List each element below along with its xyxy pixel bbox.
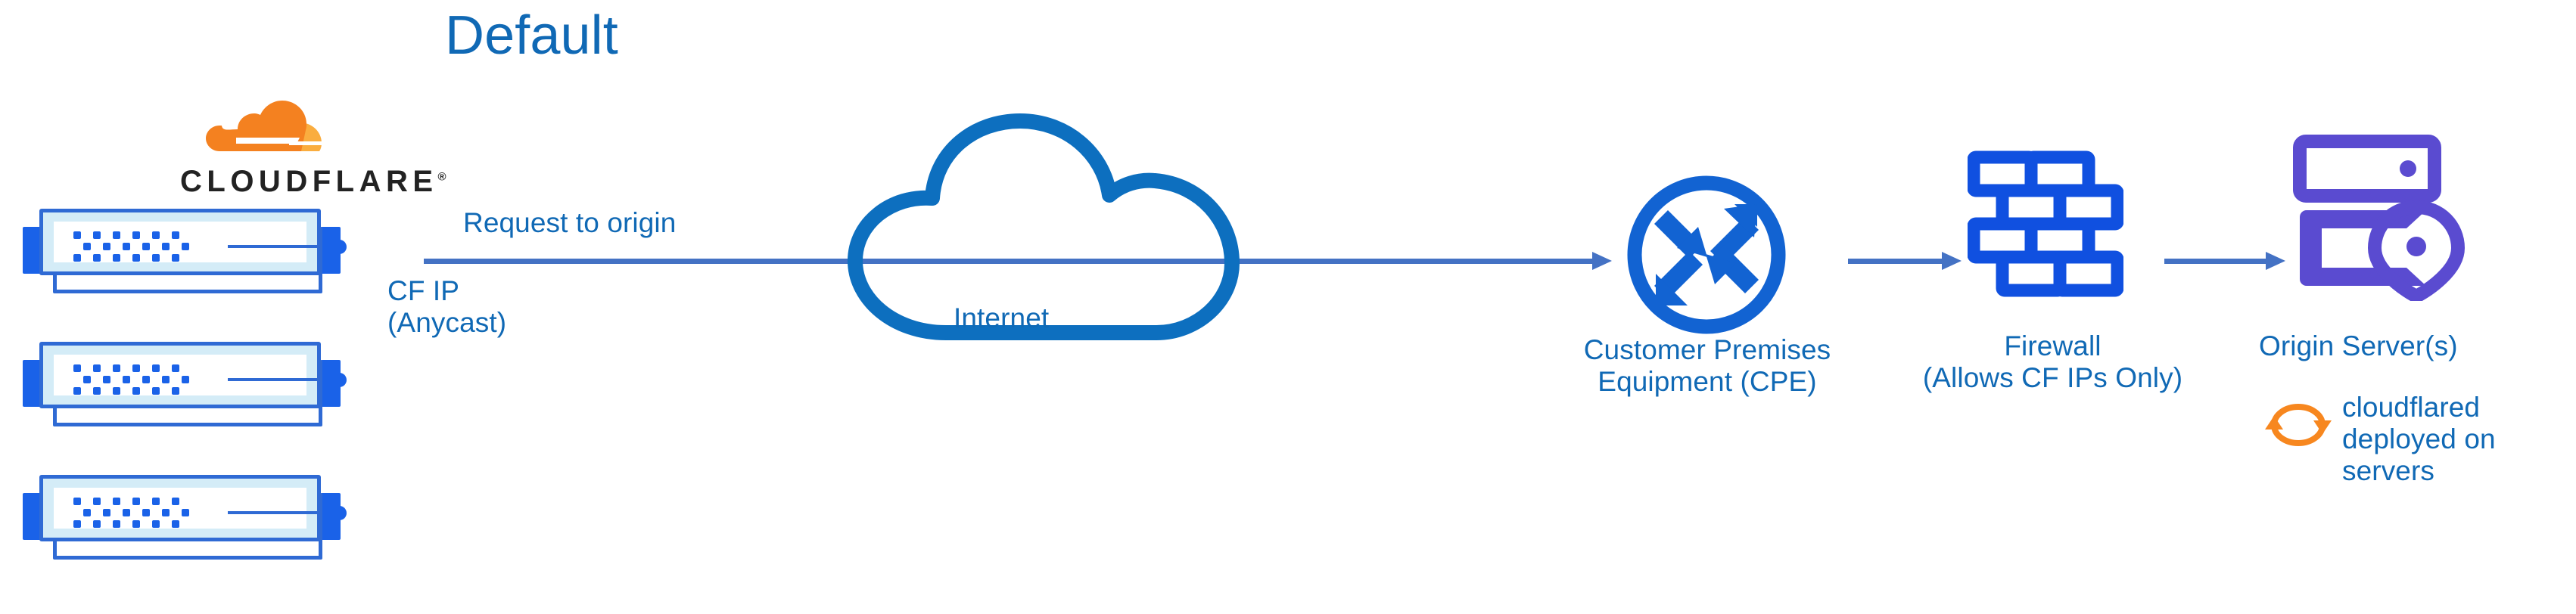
cloudflared-label: cloudflared deployed on servers (2342, 392, 2496, 487)
arrow-head-icon (2266, 252, 2285, 270)
server-indicator-bar-icon (228, 511, 319, 514)
server-power-led-icon (332, 506, 347, 520)
rack-ear-left-icon (23, 493, 42, 540)
origin-server-label: Origin Server(s) (2259, 330, 2458, 361)
server-chassis (39, 342, 347, 408)
server-faceplate (54, 488, 347, 529)
internet-label: Internet (954, 302, 1050, 333)
server-vent-dots-icon (73, 498, 194, 528)
server-faceplate (54, 355, 347, 395)
arrow-head-icon (1942, 252, 1962, 270)
request-to-origin-label: Request to origin (463, 207, 677, 238)
router-icon (1624, 172, 1789, 337)
server-power-led-icon (332, 240, 347, 254)
edge-server-unit-1 (23, 209, 347, 293)
server-chassis (39, 475, 347, 541)
internet-cloud-icon (832, 106, 1271, 348)
registered-trademark-icon: ® (437, 170, 446, 184)
edge-server-unit-3 (23, 475, 347, 560)
cloudflare-wordmark: CLOUDFLARE® (180, 165, 446, 199)
edge-server-unit-2 (23, 342, 347, 426)
arrow-shaft (2164, 259, 2266, 264)
firewall-label: Firewall (Allows CF IPs Only) (1922, 330, 2183, 394)
server-indicator-bar-icon (228, 378, 319, 381)
page-title: Default (445, 5, 618, 66)
sync-arrows-icon (2265, 392, 2332, 458)
server-faceplate (54, 222, 347, 262)
arrow-head-icon (1592, 252, 1612, 270)
cpe-label: Customer Premises Equipment (CPE) (1583, 334, 1831, 398)
arrow-shaft (1848, 259, 1942, 264)
cloudflare-wordmark-text: CLOUDFLARE (180, 165, 438, 198)
rack-ear-left-icon (23, 227, 42, 274)
cloudflare-cloud-mark-icon (194, 100, 339, 165)
cf-ip-anycast-label: CF IP (Anycast) (387, 275, 507, 339)
server-power-led-icon (332, 373, 347, 387)
rack-ear-left-icon (23, 360, 42, 407)
server-vent-dots-icon (73, 231, 194, 262)
brick-wall-icon (1967, 150, 2124, 305)
server-chassis (39, 209, 347, 275)
server-indicator-bar-icon (228, 245, 319, 248)
server-location-pin-icon (2293, 135, 2469, 303)
cloudflare-logo: CLOUDFLARE® (180, 100, 446, 200)
arrow-shaft (424, 259, 1592, 264)
server-vent-dots-icon (73, 364, 194, 395)
